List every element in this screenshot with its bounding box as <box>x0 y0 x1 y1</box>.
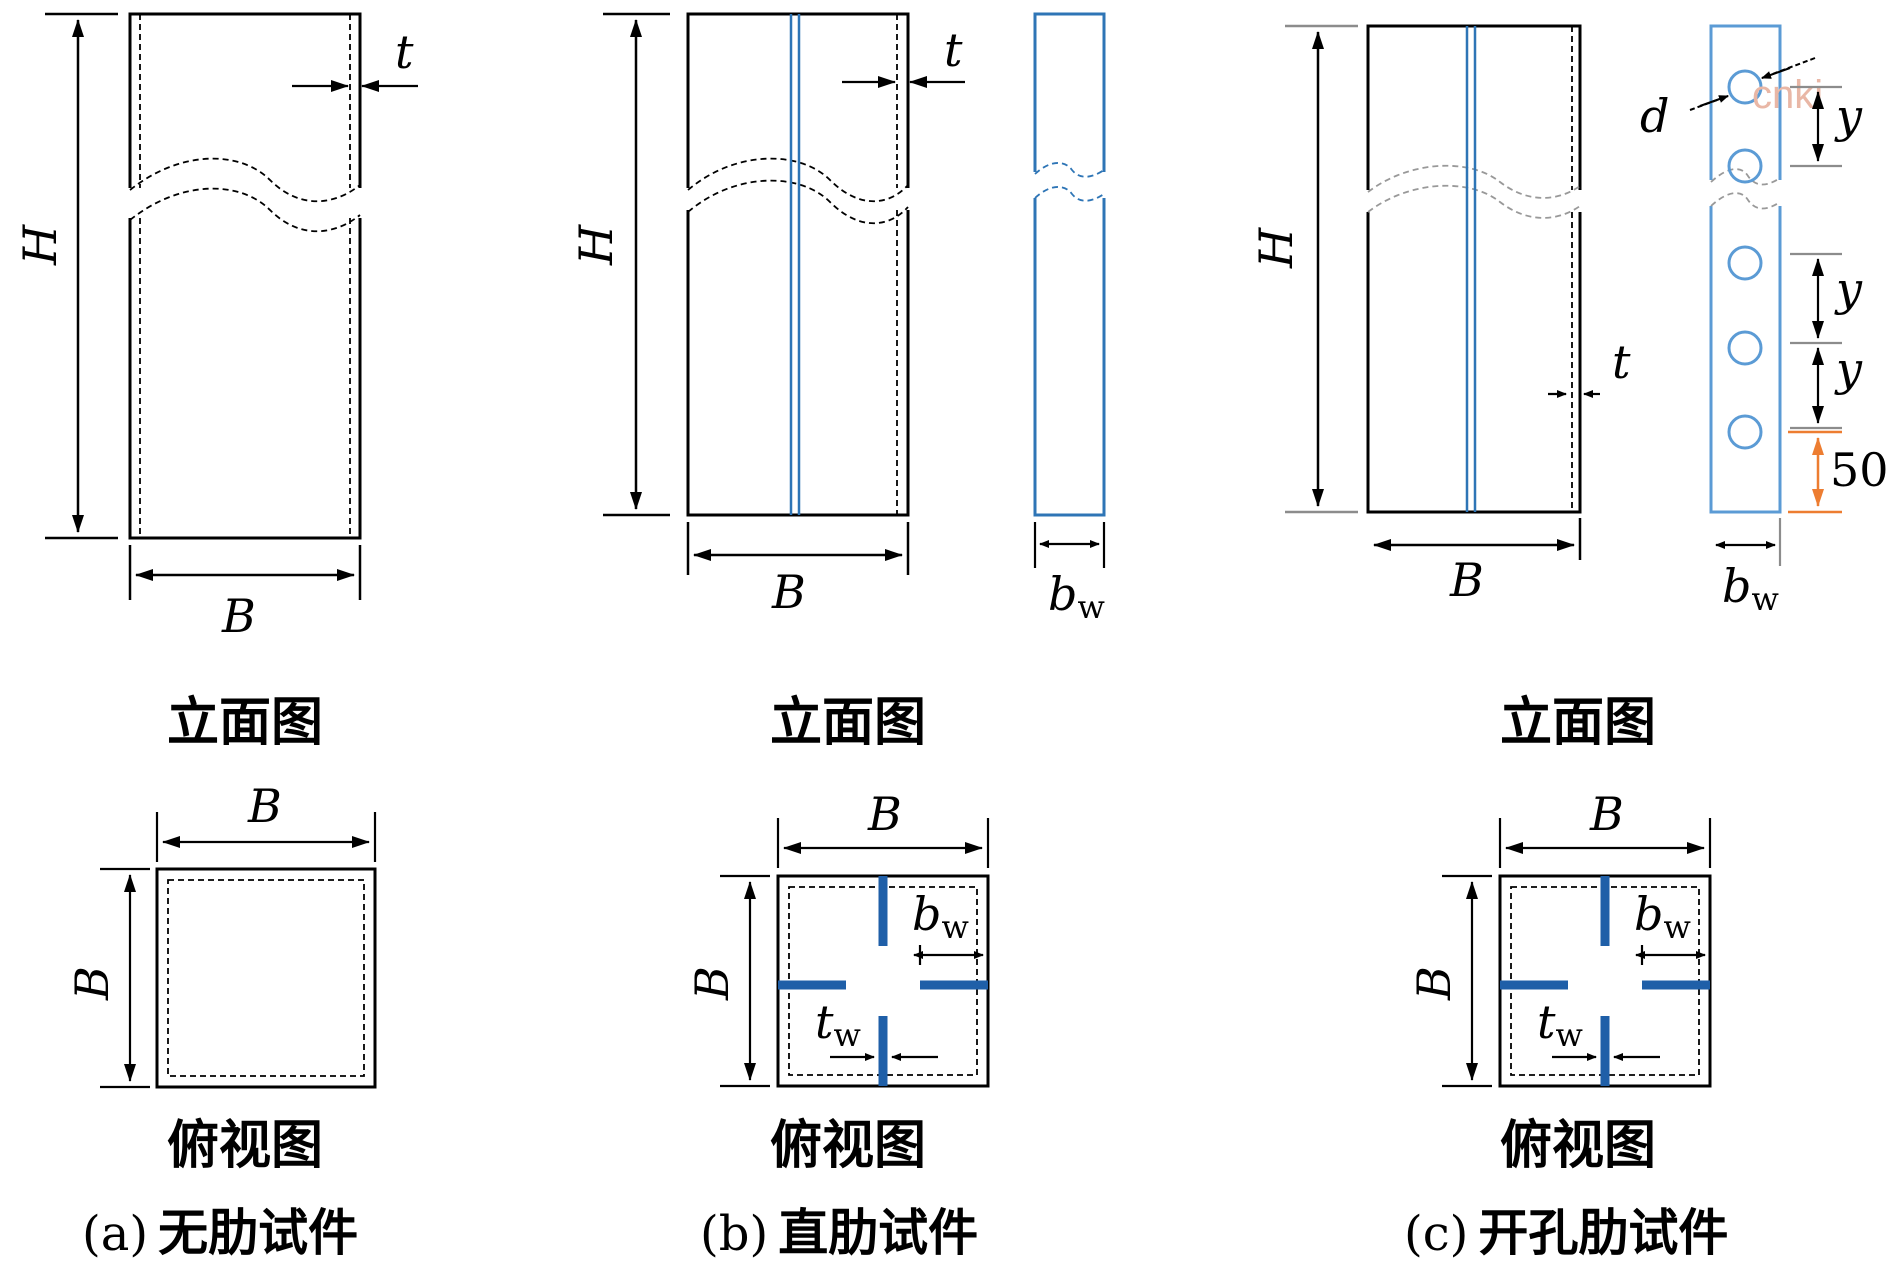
top-dimensions-c <box>1442 818 1712 1088</box>
width-dimension-b <box>686 522 910 575</box>
height-dimension-c <box>1285 24 1358 514</box>
label-B-top-b: B <box>867 787 902 841</box>
height-dimension-b <box>603 12 670 517</box>
width-dimension-c <box>1373 518 1582 560</box>
caption-a: (a)无肋试件 <box>82 1204 358 1262</box>
label-tw-top-b: tw <box>815 995 861 1054</box>
elevation-b <box>686 12 910 517</box>
label-B-top-c: B <box>1589 787 1624 841</box>
label-bw-top-c: bw <box>1634 887 1691 946</box>
label-B-c: B <box>1449 553 1484 607</box>
break-line-a <box>129 157 361 202</box>
hole-spacing-dimensions <box>1790 85 1842 430</box>
label-B-side-a: B <box>65 966 119 1001</box>
label-50: 50 <box>1830 443 1889 497</box>
caption-top-a: 俯视图 <box>167 1116 323 1176</box>
label-B-side-c: B <box>1407 966 1461 1001</box>
label-B-side-b: B <box>685 966 739 1001</box>
ribs-top-c <box>1500 876 1710 1086</box>
caption-elevation-b: 立面图 <box>770 693 926 753</box>
rib-width-dimension-c <box>1715 518 1782 566</box>
elevation-a <box>128 12 362 540</box>
caption-top-c: 俯视图 <box>1500 1116 1656 1176</box>
caption-c: (c)开孔肋试件 <box>1404 1204 1728 1262</box>
rib-c <box>1465 26 1477 512</box>
hole <box>1727 245 1763 281</box>
label-d: d <box>1640 89 1669 143</box>
rib-plate-c <box>1709 24 1782 514</box>
height-dimension-a <box>45 12 118 540</box>
label-t-a: t <box>395 25 414 79</box>
caption-elevation-a: 立面图 <box>167 693 323 753</box>
rib-b <box>789 14 801 515</box>
label-B-b: B <box>771 565 806 619</box>
label-bw-c: bw <box>1722 559 1779 618</box>
caption-b: (b)直肋试件 <box>700 1204 978 1262</box>
column-a-lower <box>128 218 362 540</box>
hole <box>1727 414 1763 450</box>
label-B-top-a: B <box>247 779 282 833</box>
break-line-c <box>1367 164 1581 199</box>
label-B-a: B <box>221 589 256 643</box>
label-y-2: y <box>1834 262 1863 316</box>
label-t-c: t <box>1612 335 1631 389</box>
width-dimension-a <box>128 545 362 600</box>
label-y-3: y <box>1834 342 1863 396</box>
label-tw-top-c: tw <box>1537 995 1583 1054</box>
label-H-b: H <box>569 224 623 266</box>
label-bw-top-b: bw <box>912 887 969 946</box>
watermark: cnki <box>1752 73 1823 117</box>
label-t-b: t <box>944 23 963 77</box>
hole <box>1727 330 1763 366</box>
label-bw-b: bw <box>1048 567 1105 626</box>
end-distance-dimension <box>1788 430 1842 514</box>
ribs-top-b <box>778 876 988 1086</box>
column-a-upper <box>128 12 362 188</box>
top-dimensions-a <box>100 812 377 1089</box>
hole <box>1727 148 1763 184</box>
break-line-b <box>687 157 909 203</box>
top-view-a <box>155 867 377 1089</box>
label-H-c: H <box>1249 227 1303 269</box>
rib-width-dimension-b <box>1033 522 1106 568</box>
caption-elevation-c: 立面图 <box>1500 693 1656 753</box>
caption-top-b: 俯视图 <box>770 1116 926 1176</box>
hole <box>1727 69 1763 105</box>
label-H-a: H <box>13 224 67 266</box>
rib-plate-b <box>1033 12 1106 517</box>
label-y-1: y <box>1834 89 1863 143</box>
top-dimensions-b <box>720 818 990 1088</box>
hole-diameter-dimension <box>1689 57 1816 111</box>
